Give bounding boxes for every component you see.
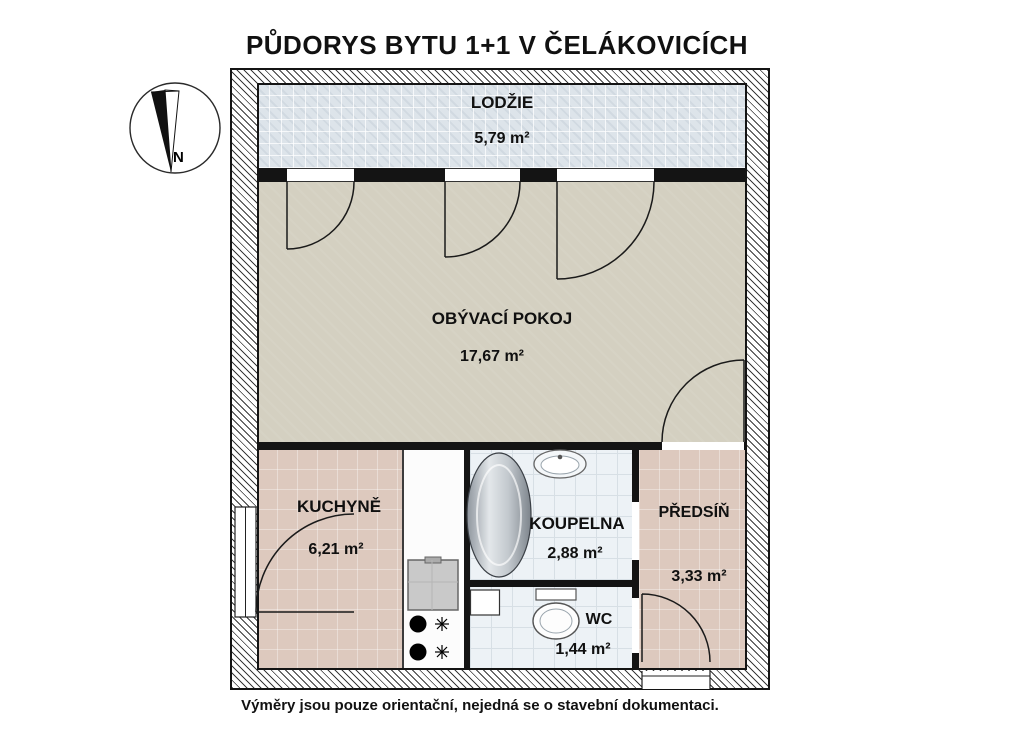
room-kuchyne (257, 450, 402, 670)
entrance-opening (641, 671, 711, 689)
label-predsin-name: PŘEDSÍŇ (658, 504, 730, 521)
label-obyvaci-pokoj-name: OBÝVACÍ POKOJ (431, 309, 573, 328)
compass-needle-icon (150, 89, 180, 173)
balcony-door-opening-right (557, 168, 654, 182)
wall-bath-hall-upper (632, 450, 639, 502)
label-kuchyne-area: 6,21 m² (308, 541, 364, 558)
label-wc-name: WC (585, 611, 613, 628)
label-wc-area: 1,44 m² (555, 641, 611, 658)
kitchen-window-icon (234, 506, 257, 618)
balcony-door-opening-middle (445, 168, 520, 182)
wall-loggia-living (257, 168, 747, 182)
wall-bath-wc (470, 580, 632, 587)
label-kuchyne-name: KUCHYNĚ (296, 497, 382, 516)
disclaimer-text: Výměry jsou pouze orientační, nejedná se… (241, 697, 719, 714)
label-lodzie-area: 5,79 m² (474, 130, 530, 147)
wall-living-south (257, 442, 747, 450)
label-koupelna-name: KOUPELNA (529, 514, 625, 533)
kitchen-counter (402, 450, 464, 670)
page-title: PŮDORYS BYTU 1+1 V ČELÁKOVICÍCH (245, 30, 749, 60)
compass: N (129, 82, 221, 174)
hall-door-opening (662, 442, 744, 450)
room-predsin (639, 450, 747, 670)
label-koupelna-area: 2,88 m² (547, 545, 603, 562)
label-predsin-area: 3,33 m² (671, 568, 727, 585)
label-lodzie-name: LODŽIE (470, 93, 534, 112)
compass-north-label: N (173, 149, 184, 166)
apartment-plan: LODŽIE 5,79 m² OBÝVACÍ POKOJ 17,67 m² KU… (230, 68, 770, 690)
wall-bath-hall-middle (632, 560, 639, 598)
balcony-door-opening-left (287, 168, 354, 182)
label-obyvaci-pokoj-area: 17,67 m² (459, 348, 525, 365)
